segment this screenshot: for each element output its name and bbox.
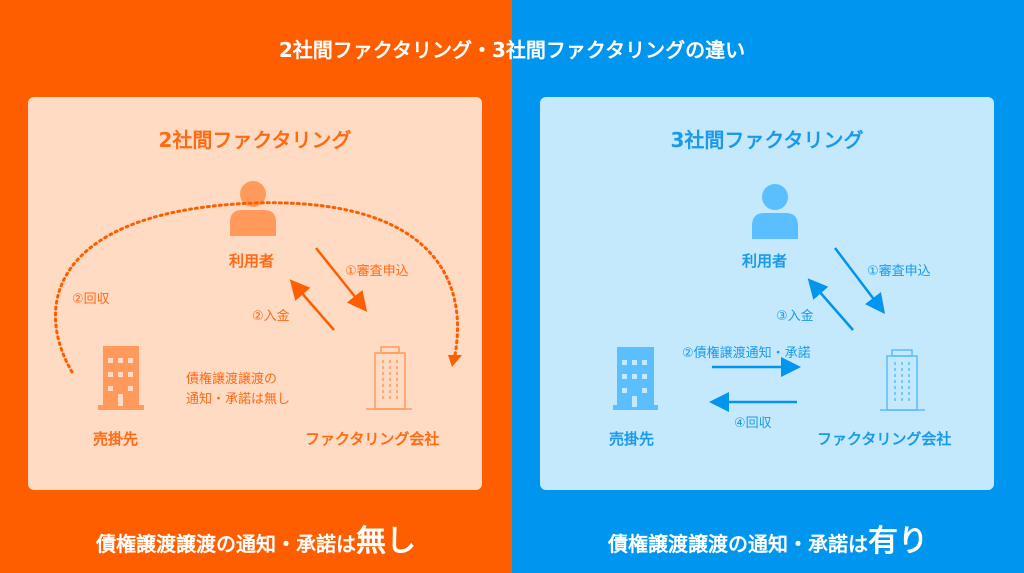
application-arrow [834,247,886,314]
collection-label: ②回収 [72,292,110,307]
two-party-heading: 2社間ファクタリング [158,128,352,152]
two-party-summary: 債権譲渡譲渡の通知・承諾は無し [0,516,512,560]
note-line1: 債権譲渡譲渡の [186,372,278,387]
factoring-company-label: ファクタリング会社 [817,430,952,448]
note-line2: 通知・承諾は無し [186,392,291,407]
summary-text: 債権譲渡譲渡の通知・承諾は [96,532,356,556]
factoring-company-label: ファクタリング会社 [305,430,440,448]
collection-dotted-arrow [53,201,460,374]
factoring-company-building-icon [880,349,925,411]
collection-label: ④回収 [734,416,772,431]
three-party-heading: 3社間ファクタリング [670,128,864,152]
summary-emphasis: 無し [356,524,416,559]
summary-text: 債権譲渡譲渡の通知・承諾は [608,532,868,556]
payment-arrow [289,279,335,331]
two-party-panel [28,97,482,490]
factoring-company-building-icon [366,346,412,410]
payment-label: ②入金 [252,309,290,324]
seller-label: 売掛先 [609,430,655,448]
notification-label: ②債権譲渡通知・承諾 [682,346,811,361]
user-icon [752,184,798,239]
user-icon [230,181,276,236]
application-arrow [315,247,368,312]
step1-label: ①審査申込 [867,264,931,279]
step1-label: ①審査申込 [345,264,409,279]
user-label: 利用者 [742,252,788,270]
summary-emphasis: 有り [868,524,928,559]
payment-arrow [807,278,854,331]
three-party-panel [540,97,994,490]
payment-label: ③入金 [776,309,814,324]
seller-label: 売掛先 [93,430,139,448]
user-label: 利用者 [229,252,275,270]
page-title: 2社間ファクタリング・3社間ファクタリングの違い [278,38,746,62]
three-party-summary: 債権譲渡譲渡の通知・承諾は有り [512,516,1024,560]
dotted-arrowhead-icon [448,355,462,367]
